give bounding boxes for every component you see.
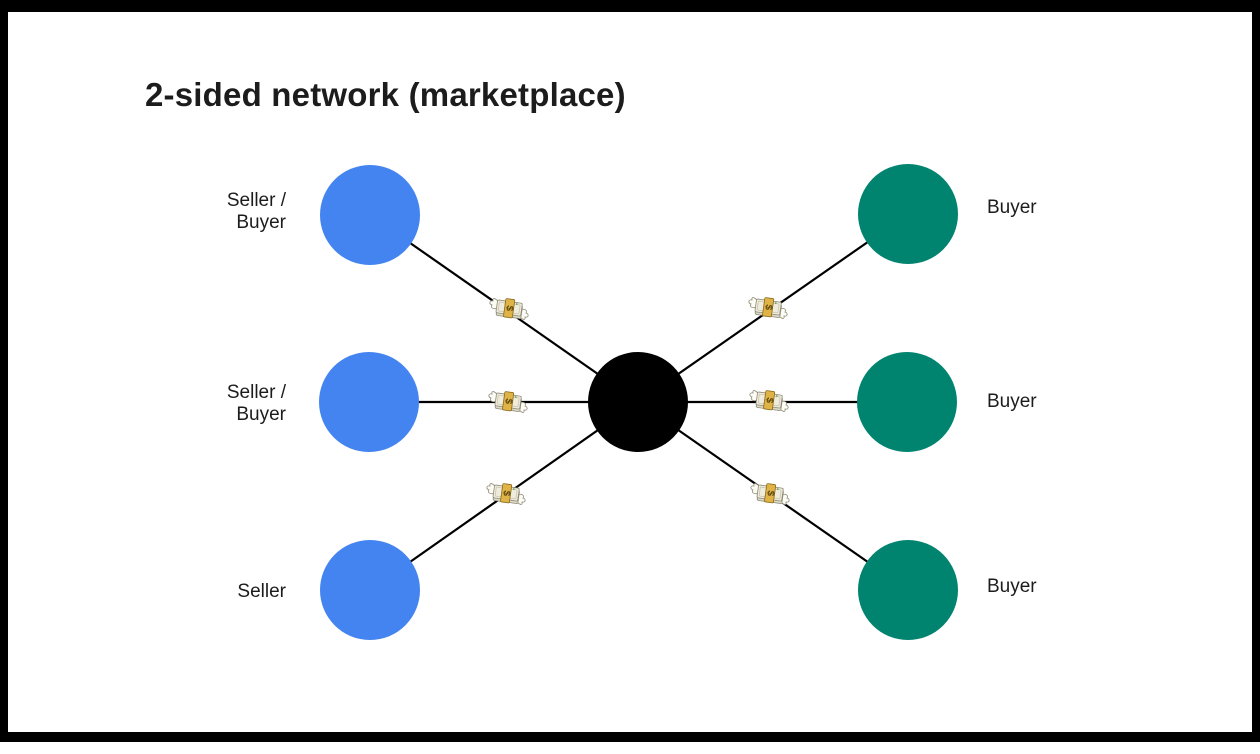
label-buyer-3: Buyer — [987, 576, 1037, 597]
node-seller-3 — [320, 540, 420, 640]
node-seller-buyer-1 — [320, 165, 420, 265]
diagram-canvas: 2-sided network (marketplace) — [8, 12, 1252, 732]
label-seller-buyer-1: Seller / Buyer — [226, 190, 286, 233]
label-seller-3: Seller — [237, 581, 286, 602]
node-seller-buyer-2 — [319, 352, 419, 452]
money-with-wings-icon — [747, 383, 791, 419]
money-with-wings-icon — [484, 476, 528, 512]
money-with-wings-icon — [748, 476, 792, 512]
money-with-wings-icon — [746, 290, 790, 326]
label-buyer-1: Buyer — [987, 197, 1037, 218]
diagram-title: 2-sided network (marketplace) — [145, 76, 626, 113]
node-buyer-3 — [858, 540, 958, 640]
money-with-wings-icon — [486, 384, 530, 420]
money-with-wings-icon — [487, 291, 531, 327]
label-buyer-2: Buyer — [987, 391, 1037, 412]
node-buyer-2 — [857, 352, 957, 452]
label-seller-buyer-2: Seller / Buyer — [226, 382, 286, 425]
node-marketplace-hub — [588, 352, 688, 452]
node-buyer-1 — [858, 164, 958, 264]
